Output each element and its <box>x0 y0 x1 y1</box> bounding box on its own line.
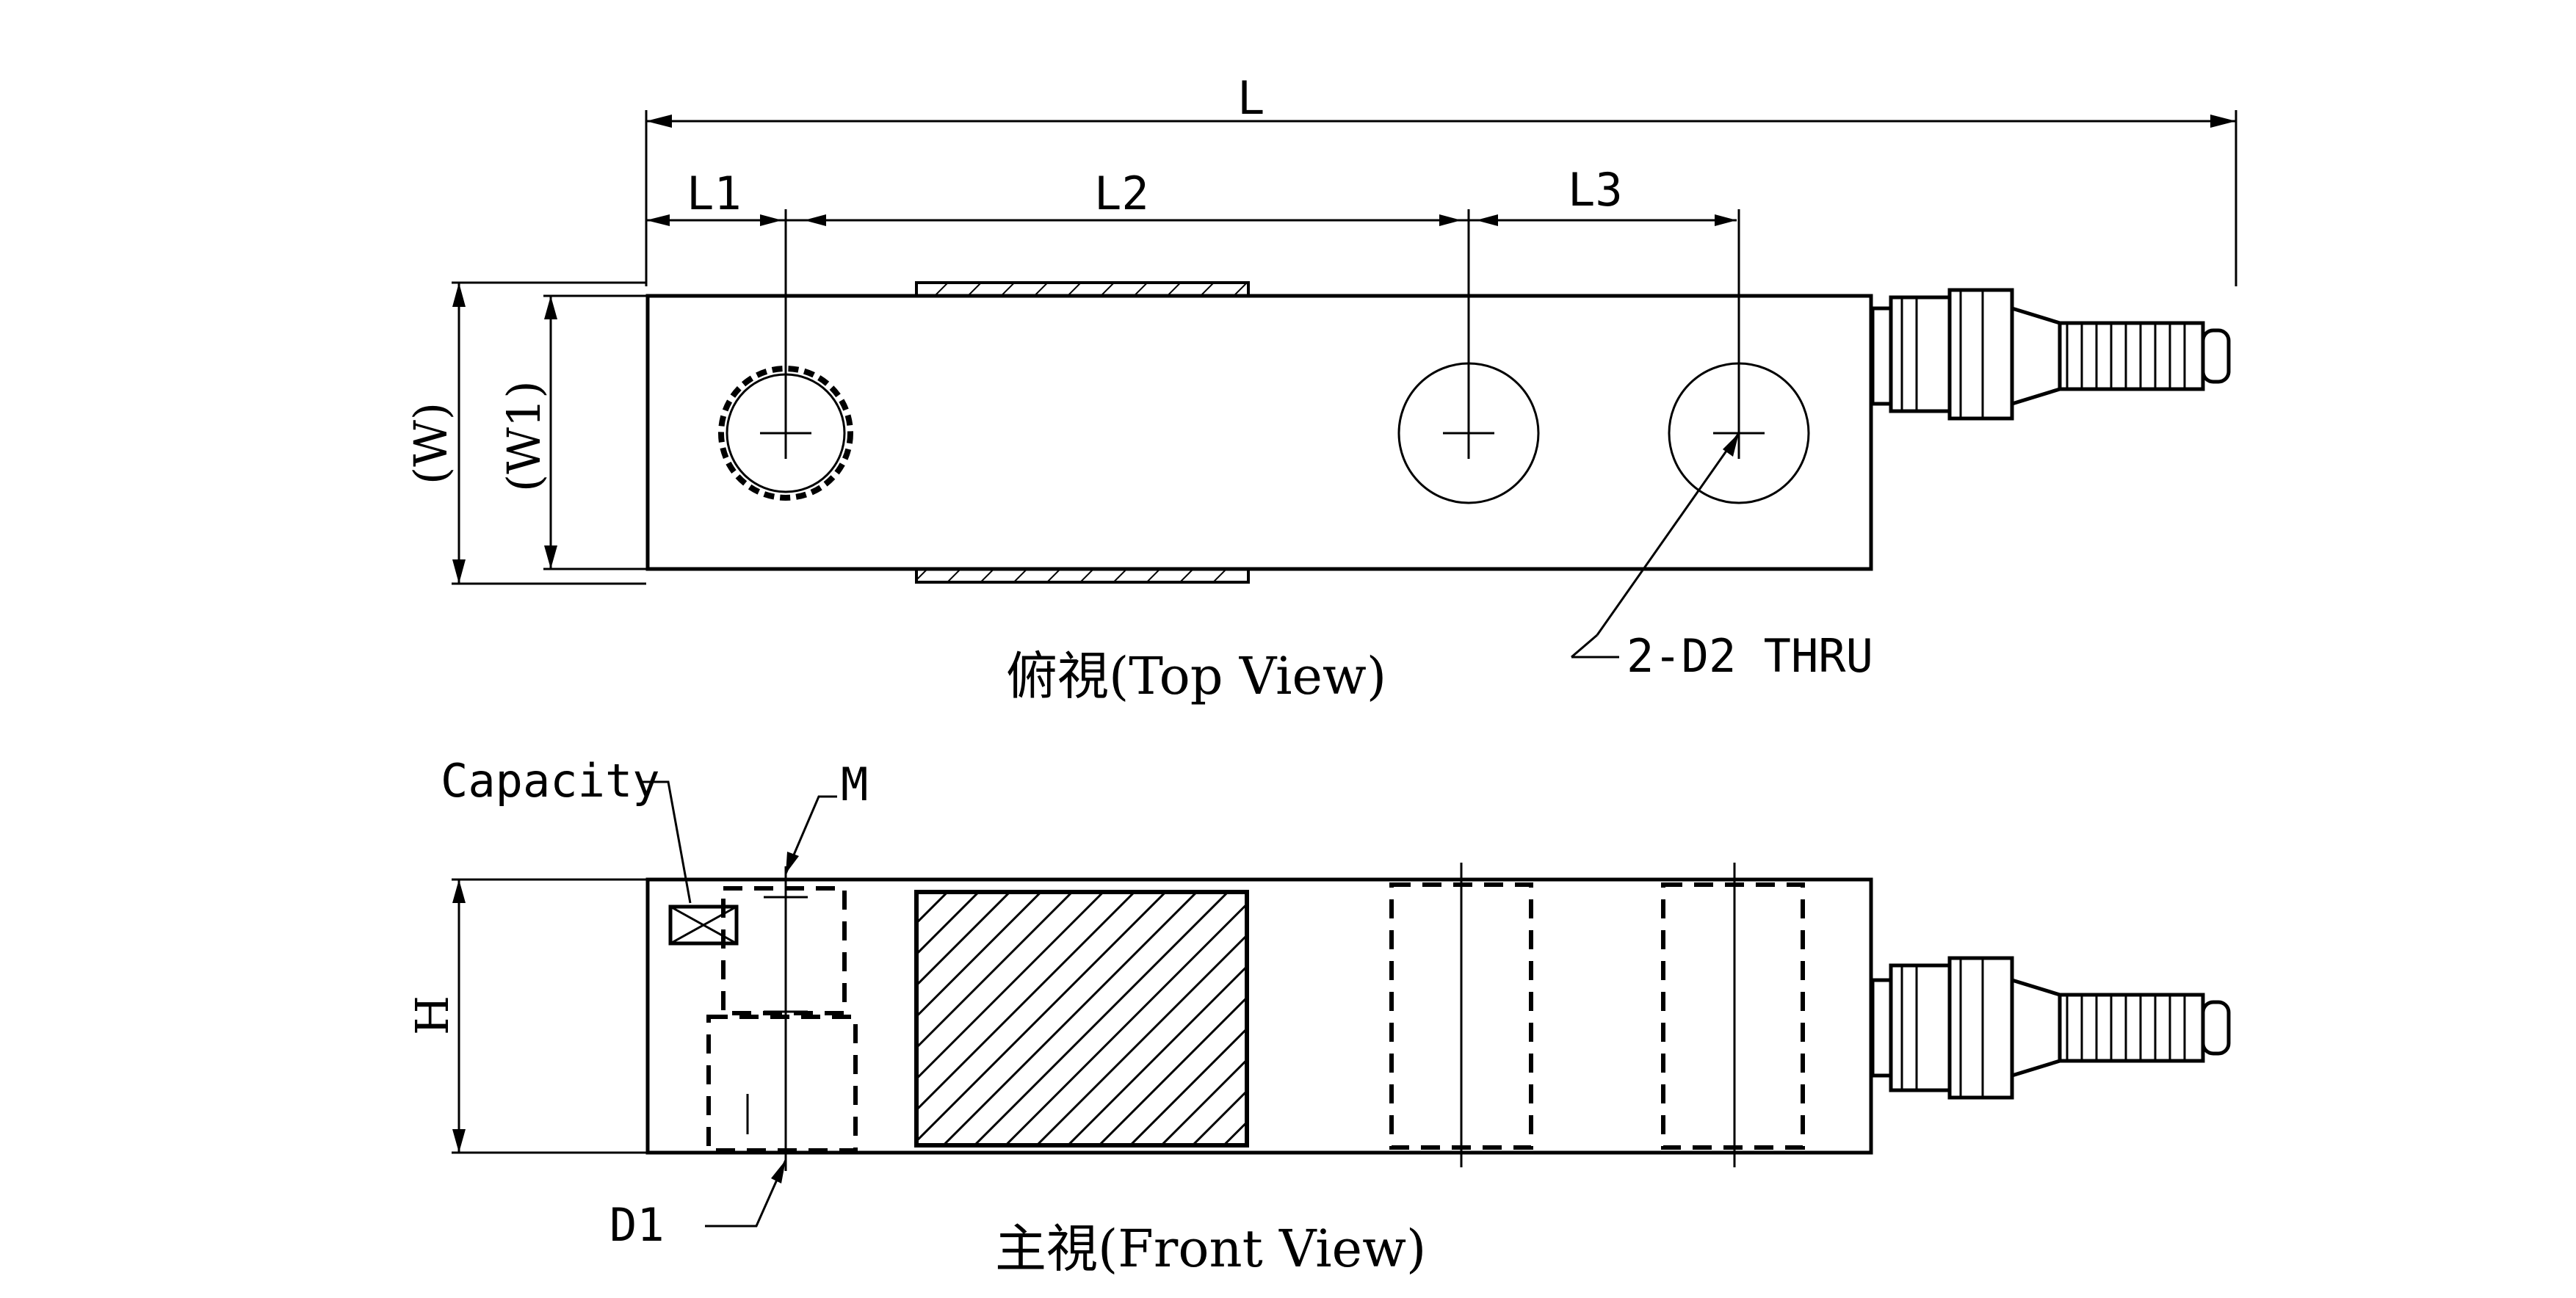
capacity-label: Capacity <box>441 754 660 808</box>
dimension-label-M: M <box>841 758 868 811</box>
front-view: H Capacity M D1 <box>405 754 2231 1279</box>
counterbore-D1: D1 <box>609 1015 858 1252</box>
dimension-label-W: (W) <box>404 402 457 485</box>
holes-note: 2-D2 THRU <box>1627 629 1873 683</box>
strain-gauge-area <box>914 890 1249 1147</box>
dimension-label-D1: D1 <box>609 1198 665 1252</box>
dimension-W1: (W1) <box>497 294 646 570</box>
front-view-title: 主視(Front View) <box>995 1219 1426 1279</box>
dimension-L1-L2-L3: L1 L2 L3 <box>646 163 1740 440</box>
dimension-label-W1: (W1) <box>497 380 551 492</box>
through-hole-2-side <box>1661 863 1805 1167</box>
strain-zone-bottom-strip <box>915 568 1250 584</box>
front-view-body <box>645 877 1873 1155</box>
top-view-body <box>645 294 1873 571</box>
dimension-W: (W) <box>404 281 646 585</box>
through-hole-1-side <box>1389 863 1533 1167</box>
dimension-L: L <box>645 71 2237 286</box>
dimension-label-H: H <box>405 996 459 1035</box>
top-view-title: 俯視(Top View) <box>1006 646 1386 706</box>
top-view: L L1 L2 L3 <box>404 71 2237 706</box>
cable-connector-front <box>1870 956 2231 1100</box>
dimension-label-L: L <box>1237 71 1265 125</box>
capacity-marker: Capacity <box>441 754 739 946</box>
through-hole-1 <box>1397 362 1540 504</box>
thread-bore-M: M <box>721 758 868 1028</box>
dimension-label-L1: L1 <box>687 167 742 220</box>
cable-connector-top <box>1870 288 2231 421</box>
dimension-H: H <box>405 878 646 1154</box>
dimension-label-L2: L2 <box>1094 167 1149 220</box>
dimension-label-L3: L3 <box>1568 163 1623 217</box>
leader-2-D2: 2-D2 THRU <box>1571 432 1873 683</box>
strain-zone-top-strip <box>915 281 1250 297</box>
threaded-hole-top <box>718 366 853 501</box>
